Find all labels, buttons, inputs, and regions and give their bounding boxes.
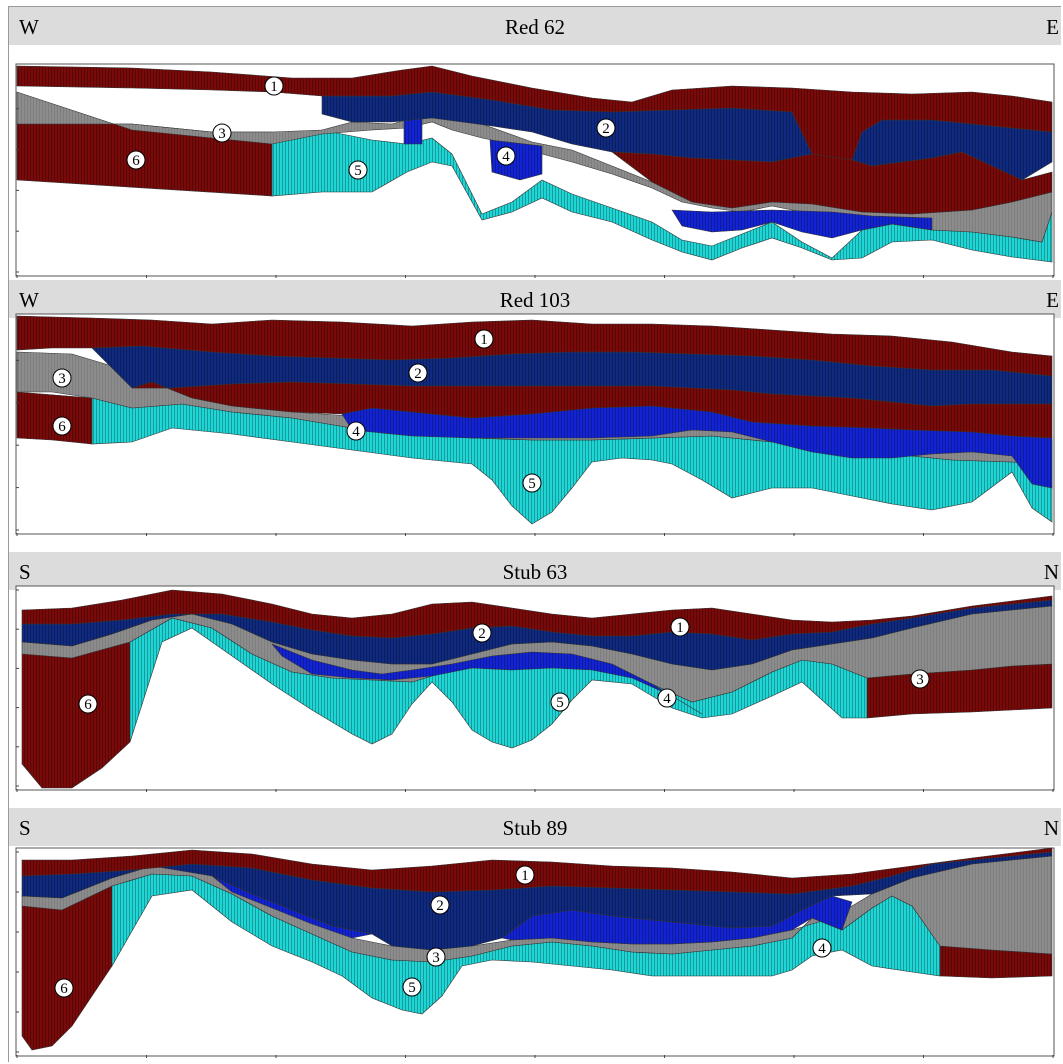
layer-1-area-b <box>131 381 1053 439</box>
layer-3-label: 3 <box>58 371 66 387</box>
cross-section-red-103: 1 2 3 4 5 6 <box>12 312 1058 538</box>
layer-1-label: 1 <box>521 868 529 884</box>
layer-1-label: 1 <box>676 620 684 636</box>
layer-5-label: 5 <box>556 695 564 711</box>
cross-section-red-62: 1 2 3 4 5 6 <box>12 62 1058 280</box>
layer-3-label: 3 <box>916 672 924 688</box>
layer-4-marker: 4 <box>812 938 832 958</box>
layer-1-label: 1 <box>270 79 278 95</box>
layer-2-label: 2 <box>436 898 444 914</box>
direction-left-label: W <box>19 15 39 39</box>
section-title: Red 103 <box>499 288 571 312</box>
layer-3-label: 3 <box>218 126 226 142</box>
layer-3-marker: 3 <box>212 123 232 143</box>
cross-section-svg: 1 2 3 4 5 6 <box>15 313 1055 536</box>
layer-4-area <box>271 643 703 715</box>
layer-4-marker: 4 <box>657 688 677 708</box>
layer-4-label: 4 <box>818 941 826 957</box>
section-header-red-103: W Red 103 E <box>9 280 1061 318</box>
layer-1-marker: 1 <box>670 617 690 637</box>
layer-2-label: 2 <box>414 366 422 382</box>
direction-left-label: S <box>19 560 31 584</box>
layer-6-marker: 6 <box>126 150 146 170</box>
layer-4-marker: 4 <box>346 421 366 441</box>
layer-3-label: 3 <box>432 950 440 966</box>
layer-2-marker: 2 <box>408 363 428 383</box>
layer-4-marker: 4 <box>496 146 516 166</box>
layer-3-marker: 3 <box>426 947 446 967</box>
layer-6-label: 6 <box>132 153 140 169</box>
section-header-stub-89: S Stub 89 N <box>9 808 1061 846</box>
layer-5-label: 5 <box>528 476 536 492</box>
layer-5-marker: 5 <box>522 473 542 493</box>
layer-1-marker: 1 <box>264 76 284 96</box>
section-title: Stub 63 <box>502 560 568 584</box>
layer-3-marker: 3 <box>52 368 72 388</box>
layer-1-area <box>21 847 1053 895</box>
layer-1-area <box>16 315 1053 377</box>
layer-5-marker: 5 <box>550 692 570 712</box>
cross-section-svg: 1 2 3 4 5 6 <box>15 847 1055 1058</box>
layer-4-label: 4 <box>502 149 510 165</box>
section-title: Red 62 <box>504 15 566 39</box>
direction-right-label: N <box>1043 560 1059 584</box>
direction-right-label: E <box>1046 15 1059 39</box>
layer-1-area <box>21 589 1053 641</box>
cross-section-svg: 1 2 3 4 5 6 <box>15 63 1055 278</box>
direction-left-label: S <box>19 816 31 840</box>
section-header-red-62: W Red 62 E <box>9 7 1061 45</box>
cross-section-stub-63: 1 2 3 4 5 6 <box>12 584 1058 794</box>
layer-5-marker: 5 <box>348 160 368 180</box>
layer-4-area-c <box>671 209 933 239</box>
layer-2-label: 2 <box>478 626 486 642</box>
direction-left-label: W <box>19 288 39 312</box>
layer-6-label: 6 <box>60 981 68 997</box>
layer-6-marker: 6 <box>52 416 72 436</box>
layer-2-label: 2 <box>602 121 610 137</box>
section-title: Stub 89 <box>502 816 568 840</box>
layer-4-label: 4 <box>663 691 671 707</box>
layer-4-label: 4 <box>352 424 360 440</box>
layer-6-label: 6 <box>58 419 66 435</box>
layer-2-marker: 2 <box>472 623 492 643</box>
section-header-stub-63: S Stub 63 N <box>9 552 1061 590</box>
layer-2-marker: 2 <box>430 895 450 915</box>
direction-right-label: E <box>1046 288 1059 312</box>
layer-1-label: 1 <box>480 332 488 348</box>
layer-6-area <box>16 391 93 445</box>
layer-6-marker: 6 <box>54 978 74 998</box>
layer-6-label: 6 <box>84 697 92 713</box>
cross-section-stub-89: 1 2 3 4 5 6 <box>12 846 1058 1060</box>
layer-2-marker: 2 <box>596 118 616 138</box>
layer-3-marker: 3 <box>910 669 930 689</box>
layer-5-label: 5 <box>408 980 416 996</box>
layer-5-marker: 5 <box>402 977 422 997</box>
layer-6-marker: 6 <box>78 694 98 714</box>
layer-1-area-b <box>611 151 1053 215</box>
cross-section-svg: 1 2 3 4 5 6 <box>15 585 1055 792</box>
direction-right-label: N <box>1043 816 1059 840</box>
layer-1-marker: 1 <box>474 329 494 349</box>
layer-1-marker: 1 <box>515 865 535 885</box>
figure-frame <box>8 6 1061 1062</box>
layer-5-label: 5 <box>354 163 362 179</box>
